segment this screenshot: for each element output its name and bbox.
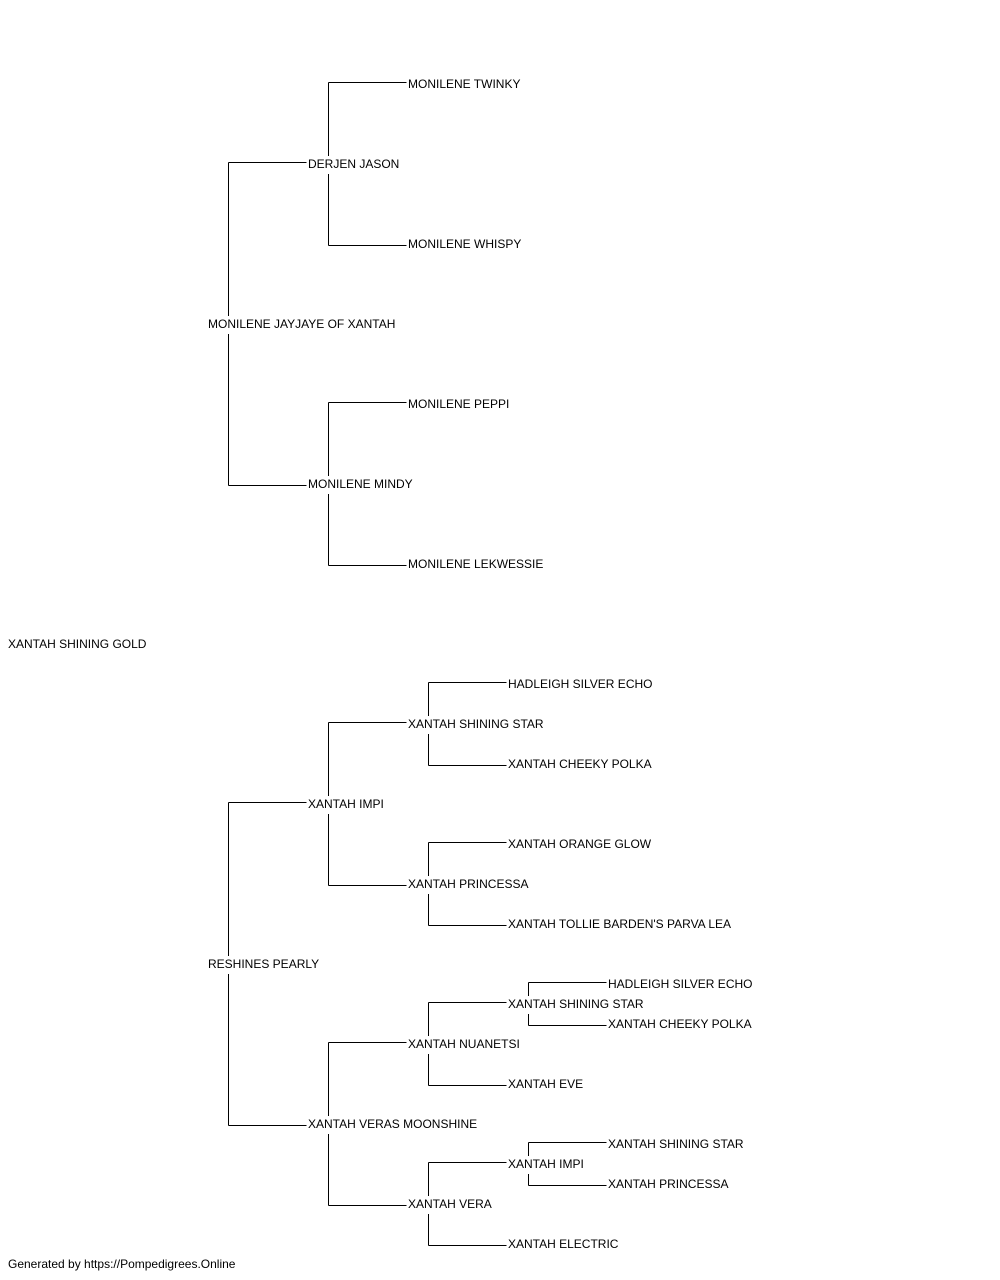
ds-sire-name: XANTAH SHINING STAR	[408, 717, 544, 731]
dd-sire-name: XANTAH NUANETSI	[408, 1037, 520, 1051]
ddd-dam-name: XANTAH ELECTRIC	[508, 1237, 619, 1251]
footer-credit: Generated by https://Pompedigrees.Online	[8, 1257, 236, 1271]
pedigree-connectors	[228, 82, 607, 1246]
ddds-dam-name: XANTAH PRINCESSA	[608, 1177, 728, 1191]
sire-name: MONILENE JAYJAYE OF XANTAH	[208, 317, 395, 331]
dss-sire-name: HADLEIGH SILVER ECHO	[508, 677, 652, 691]
dd-dam-name: XANTAH VERA	[408, 1197, 492, 1211]
ddds-sire-name: XANTAH SHINING STAR	[608, 1137, 744, 1151]
sd-dam-name: MONILENE LEKWESSIE	[408, 557, 543, 571]
ddd-sire-name: XANTAH IMPI	[508, 1157, 584, 1171]
ds-dam-name: XANTAH PRINCESSA	[408, 877, 528, 891]
ddss-sire-name: HADLEIGH SILVER ECHO	[608, 977, 752, 991]
sire-sire-name: DERJEN JASON	[308, 157, 399, 171]
dds-dam-name: XANTAH EVE	[508, 1077, 583, 1091]
pedigree-labels: XANTAH SHINING GOLD MONILENE JAYJAYE OF …	[8, 77, 752, 1251]
dam-sire-name: XANTAH IMPI	[308, 797, 384, 811]
dam-dam-name: XANTAH VERAS MOONSHINE	[308, 1117, 477, 1131]
dsd-sire-name: XANTAH ORANGE GLOW	[508, 837, 652, 851]
dsd-dam-name: XANTAH TOLLIE BARDEN'S PARVA LEA	[508, 917, 731, 931]
dss-dam-name: XANTAH CHEEKY POLKA	[508, 757, 652, 771]
subject-name: XANTAH SHINING GOLD	[8, 637, 147, 651]
sire-dam-name: MONILENE MINDY	[308, 477, 413, 491]
ss-dam-name: MONILENE WHISPY	[408, 237, 521, 251]
ddss-dam-name: XANTAH CHEEKY POLKA	[608, 1017, 752, 1031]
ss-sire-name: MONILENE TWINKY	[408, 77, 520, 91]
sd-sire-name: MONILENE PEPPI	[408, 397, 509, 411]
dds-sire-name: XANTAH SHINING STAR	[508, 997, 644, 1011]
dam-name: RESHINES PEARLY	[208, 957, 319, 971]
